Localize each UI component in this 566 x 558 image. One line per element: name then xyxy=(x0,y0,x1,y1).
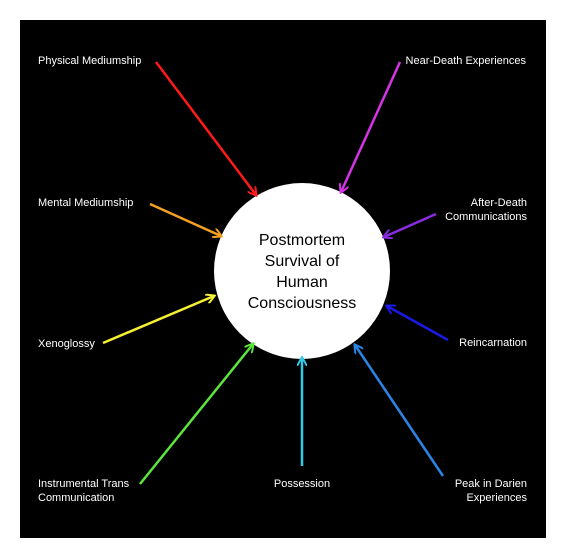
arrow-instrumental-trans-communication xyxy=(139,344,253,485)
arrow-near-death-experiences xyxy=(341,61,402,192)
arrow-physical-mediumship xyxy=(155,61,256,195)
arrow-mental-mediumship xyxy=(149,202,221,236)
label-near-death-experiences: Near-Death Experiences xyxy=(405,55,526,67)
label-xenoglossy: Xenoglossy xyxy=(38,338,95,350)
arrow-peak-in-darien-experiences xyxy=(355,345,445,477)
label-physical-mediumship: Physical Mediumship xyxy=(38,55,142,67)
label-mental-mediumship: Mental Mediumship xyxy=(38,197,134,209)
arrow-after-death-communications xyxy=(384,212,437,237)
label-peak-in-darien-experiences: Peak in Darien Experiences xyxy=(454,478,527,504)
arrow-xenoglossy xyxy=(102,296,214,345)
label-instrumental-trans-communication: Instrumental Trans Communication xyxy=(38,478,130,504)
label-possession: Possession xyxy=(273,478,331,490)
center-circle xyxy=(214,183,390,359)
arrow-reincarnation xyxy=(387,306,449,342)
label-after-death-communications: After-Death Communications xyxy=(445,197,527,223)
label-reincarnation: Reincarnation xyxy=(459,337,527,349)
center-title: Postmortem Survival of Human Consciousne… xyxy=(247,232,357,312)
